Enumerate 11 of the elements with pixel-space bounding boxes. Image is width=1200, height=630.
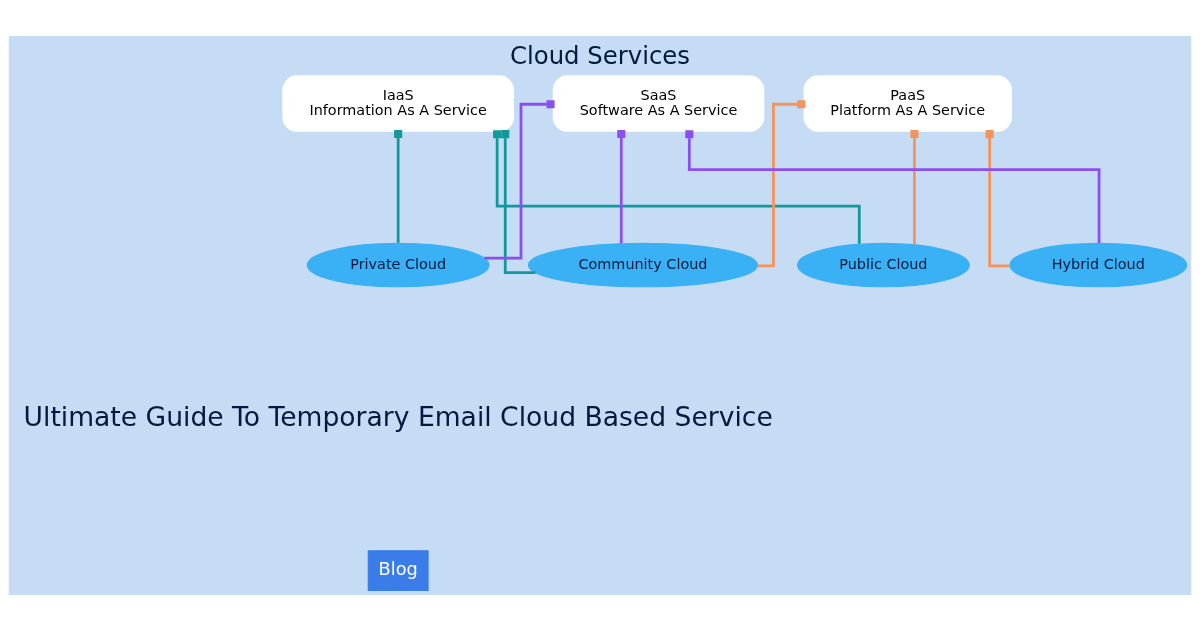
node-ellipse: Community Cloud xyxy=(527,242,759,287)
diagram-title: Cloud Services xyxy=(509,40,691,70)
node-ellipse: Public Cloud xyxy=(796,242,970,287)
node-ellipse: Private Cloud xyxy=(306,242,490,287)
node-box: IaaS Information As A Service xyxy=(282,74,514,132)
node-ellipse: Hybrid Cloud xyxy=(1009,242,1188,287)
node-box: PaaS Platform As A Service xyxy=(803,74,1012,132)
node-box: SaaS Software As A Service xyxy=(552,74,765,132)
label: Blog xyxy=(378,558,418,579)
label: Ultimate Guide To Temporary Email Cloud Based Service xyxy=(23,400,773,432)
connector xyxy=(757,99,806,267)
